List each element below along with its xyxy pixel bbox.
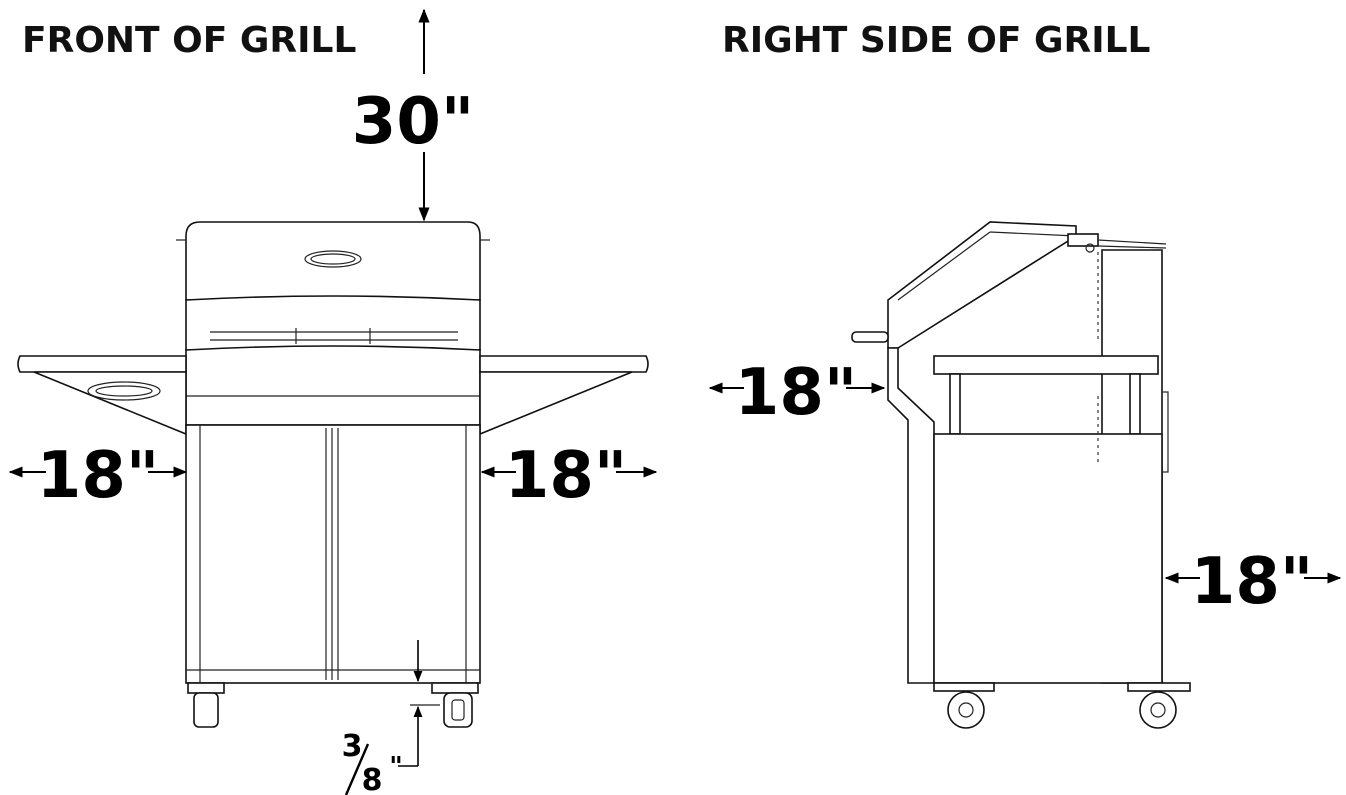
- side-shelf: [933, 355, 1159, 375]
- front-lid: [185, 221, 481, 301]
- right-shelf-bracket: [479, 371, 633, 436]
- side-lid: [887, 221, 1077, 349]
- left-side-shelf: [17, 355, 187, 373]
- front-left-caster-mount: [187, 682, 225, 694]
- front-right-caster-mount: [431, 682, 479, 694]
- side-title: RIGHT SIDE OF GRILL: [722, 20, 1150, 61]
- side-front-clearance-label: 18": [735, 356, 857, 430]
- front-firebox: [185, 345, 481, 426]
- front-top-clearance-label: 30": [352, 85, 474, 159]
- ground-clearance-dimension: 3 8 ": [342, 640, 440, 795]
- side-front-column: [887, 347, 935, 684]
- side-rear-caster-mount: [1127, 682, 1191, 692]
- side-grill-drawing: [851, 221, 1191, 729]
- front-grill-drawing: [17, 221, 649, 728]
- front-band: [185, 295, 481, 351]
- lid-hinge-icon: [1067, 233, 1099, 247]
- fraction-numerator: 3: [342, 729, 363, 764]
- right-side-shelf: [479, 355, 649, 373]
- front-left-wheel-icon: [193, 692, 219, 728]
- side-front-wheel-icon: [947, 691, 985, 729]
- side-lid-handle: [851, 331, 889, 343]
- front-left-dimension: 18": [8, 439, 188, 513]
- front-right-dimension: 18": [480, 439, 658, 513]
- side-rear-wheel-icon: [1139, 691, 1177, 729]
- side-shelf-leg-right: [1129, 373, 1141, 435]
- side-rear-dimension: 18": [1164, 545, 1342, 619]
- side-rear-clearance-label: 18": [1191, 545, 1313, 619]
- front-top-dimension: 30": [352, 8, 474, 222]
- fraction-denominator: 8: [362, 763, 383, 795]
- left-shelf-bracket: [33, 371, 187, 436]
- front-left-clearance-label: 18": [37, 439, 159, 513]
- side-shelf-leg-left: [949, 373, 961, 435]
- front-right-clearance-label: 18": [505, 439, 627, 513]
- side-front-dimension: 18": [708, 356, 886, 430]
- front-title: FRONT OF GRILL: [22, 20, 356, 61]
- fraction-unit: ": [389, 752, 403, 782]
- controller-panel-icon: [87, 381, 161, 401]
- front-right-wheel-icon: [443, 692, 473, 728]
- side-cabinet: [933, 433, 1163, 684]
- brand-logo-icon: [304, 250, 362, 268]
- front-cabinet: [185, 424, 481, 684]
- side-front-caster-mount: [933, 682, 995, 692]
